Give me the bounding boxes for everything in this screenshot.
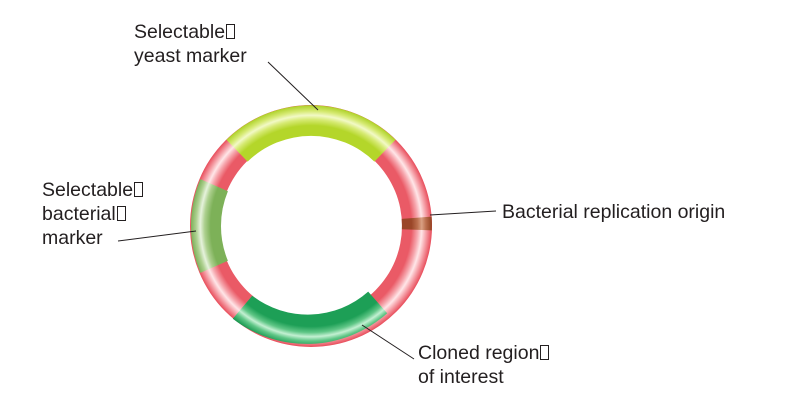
missing-glyph-box (116, 206, 126, 221)
missing-glyph-box (226, 24, 236, 39)
bacterial-marker-segment (190, 179, 228, 273)
origin-leader-line (429, 210, 497, 216)
missing-glyph-box (134, 182, 144, 197)
bacterial-origin-segment (401, 216, 432, 231)
bacterial-marker-label-line-1: Selectable (42, 179, 134, 201)
bacterial-origin-label-text: Bacterial replication origin (502, 201, 726, 223)
plasmid-backbone (190, 105, 432, 347)
cloned-region-label-line-2: of interest (418, 366, 504, 388)
yeast-marker-segment (226, 105, 396, 162)
cloned-region-leader-line (361, 324, 415, 360)
missing-glyph-box (540, 345, 550, 360)
bacterial-marker-label-line-3: marker (42, 227, 103, 249)
cloned-region-segment (232, 291, 388, 344)
bacterial-marker-label-line-2: bacterial (42, 203, 116, 225)
bacterial-origin-label: Bacterial replication origin (502, 200, 725, 224)
yeast-marker-label: Selectable yeast marker (134, 20, 247, 68)
cloned-region-label: Cloned region of interest (418, 341, 550, 389)
yeast-marker-label-line-1: Selectable (134, 21, 226, 43)
bacterial-marker-label: Selectable bacterial marker (42, 178, 144, 250)
yeast-marker-leader-line (267, 61, 319, 111)
yeast-marker-label-line-2: yeast marker (134, 45, 247, 67)
cloned-region-label-line-1: Cloned region (418, 342, 540, 364)
bacterial-marker-leader-line (117, 230, 197, 242)
